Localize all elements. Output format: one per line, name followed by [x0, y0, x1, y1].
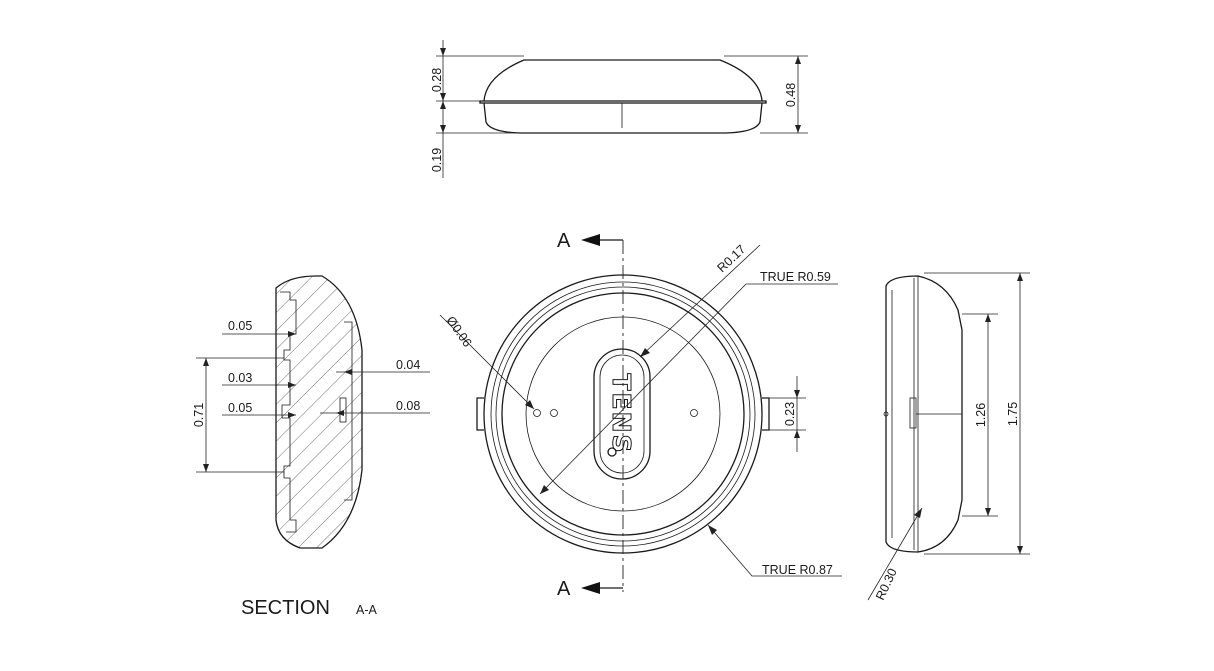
- section-inner-wall: [344, 321, 353, 501]
- dim-side-inner: 1.26: [974, 403, 988, 427]
- top-view-base: [483, 102, 763, 134]
- section-arrow-bottom: [581, 582, 600, 594]
- right-tab: [762, 397, 770, 431]
- section-pocket: [339, 397, 347, 423]
- brand-text: TENS: [607, 373, 636, 454]
- dim-tab-height: 0.23: [783, 402, 797, 426]
- brand-dot: [607, 447, 617, 457]
- side-view-tab: [909, 397, 917, 429]
- dim-section-d2: 0.03: [228, 371, 252, 385]
- dim-section-d1: 0.05: [228, 319, 252, 333]
- center-slot-inner: [599, 354, 645, 474]
- dim-height-lower: 0.19: [430, 148, 444, 172]
- side-view: 1.26 1.75 R0.30: [867, 272, 1030, 602]
- dim-section-d3: 0.05: [228, 401, 252, 415]
- dim-height-total: 0.48: [784, 83, 798, 107]
- top-view-rim: [479, 100, 767, 104]
- dim-section-d4: 0.04: [396, 358, 420, 372]
- dim-side-overall: 1.75: [1006, 402, 1020, 426]
- left-tab: [476, 397, 484, 431]
- hole-right: [690, 409, 698, 417]
- callout-hole-dia: Ø0.06: [444, 314, 475, 350]
- dim-height-upper: 0.28: [430, 68, 444, 92]
- top-view: 0.28 0.19 0.48: [430, 40, 808, 178]
- callout-r-small: R0.17: [714, 242, 748, 275]
- section-outline: [275, 275, 363, 549]
- section-label-top: A: [557, 230, 571, 252]
- hole-left-2: [550, 409, 558, 417]
- center-slot-outer: [593, 348, 651, 480]
- side-view-profile: [885, 275, 963, 553]
- hole-left-1: [533, 409, 541, 417]
- section-step-profile: [280, 291, 297, 533]
- top-view-dome: [483, 59, 763, 102]
- callout-r-outer: TRUE R0.87: [762, 563, 833, 577]
- section-title-suffix: A-A: [356, 603, 378, 617]
- front-view: TENS A A R0.17 TRUE R0.59 Ø0.06 TRUE R0.…: [439, 230, 842, 600]
- section-label-bottom: A: [557, 578, 571, 600]
- callout-r-inner: TRUE R0.59: [760, 270, 831, 284]
- dim-section-height: 0.71: [192, 403, 206, 427]
- section-title: SECTION: [241, 597, 330, 619]
- section-hatching: [276, 276, 362, 548]
- section-arrow-top: [581, 234, 600, 246]
- dim-section-d5: 0.08: [396, 399, 420, 413]
- section-view: 0.05 0.03 0.05 0.04 0.08 0.71 SECTION A-…: [192, 275, 430, 619]
